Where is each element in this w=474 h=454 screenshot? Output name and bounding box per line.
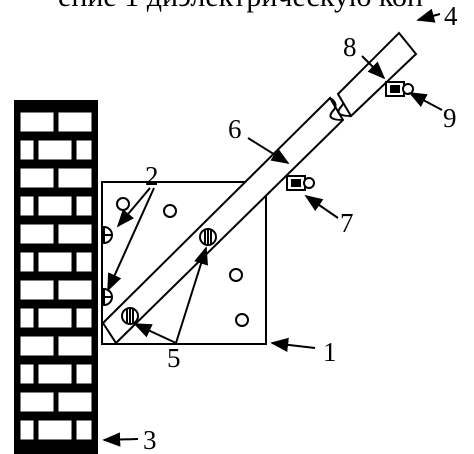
brick-wall: [14, 100, 98, 454]
plate-holes: [116, 197, 249, 327]
callout-4: 4: [444, 1, 458, 31]
callout-7: 7: [340, 208, 354, 238]
callout-6: 6: [228, 114, 242, 144]
callout-3: 3: [143, 425, 157, 454]
callout-8: 8: [343, 32, 357, 62]
wall-screws: [103, 225, 113, 307]
break-mark: [329, 97, 344, 121]
arm-screws: [121, 228, 217, 325]
callout-1: 1: [323, 337, 337, 367]
callout-arrows: [102, 8, 443, 447]
clamp-upper: [385, 81, 414, 97]
callout-9: 9: [443, 103, 457, 133]
clamp-lower: [286, 175, 315, 191]
callout-2: 2: [145, 161, 159, 191]
callout-5: 5: [167, 343, 181, 373]
caption-text: ение 1 диэлектрическую кон: [58, 0, 474, 17]
